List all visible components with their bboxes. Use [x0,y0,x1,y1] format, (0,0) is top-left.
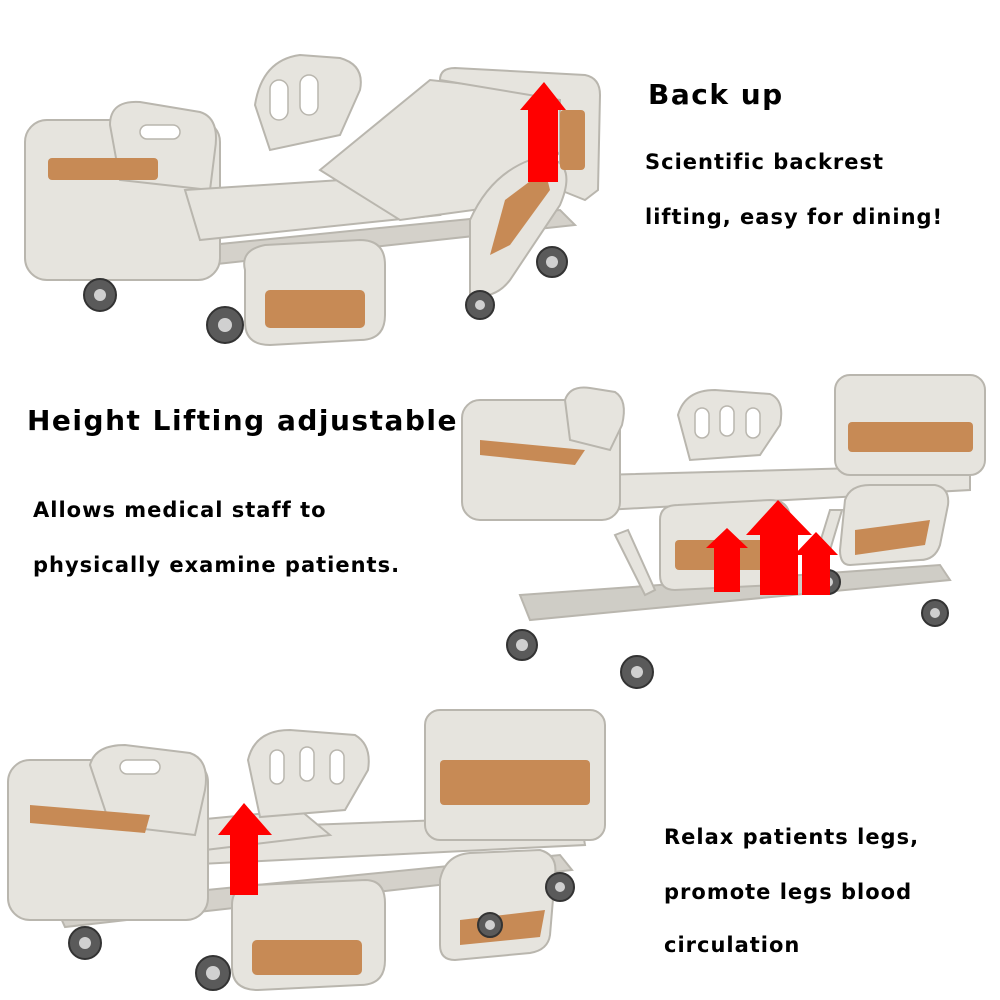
height-lifting-line-2: physically examine patients. [33,553,401,577]
bed-legs-raised-image [0,705,620,1000]
back-up-line-1: Scientific backrest [645,150,885,174]
relax-legs-line-2: promote legs blood [664,880,913,904]
back-up-heading: Back up [648,78,784,111]
bed-height-lifting-image [450,370,1000,700]
arrow-up-icon [706,500,838,595]
relax-legs-line-1: Relax patients legs, [664,825,920,849]
height-lifting-line-1: Allows medical staff to [33,498,327,522]
arrow-up-icon [218,803,272,895]
arrow-up-icon [520,82,566,182]
relax-legs-line-3: circulation [664,933,801,957]
bed-backrest-up-image [0,40,620,360]
back-up-line-2: lifting, easy for dining! [645,205,944,229]
height-lifting-heading: Height Lifting adjustable [27,404,459,437]
